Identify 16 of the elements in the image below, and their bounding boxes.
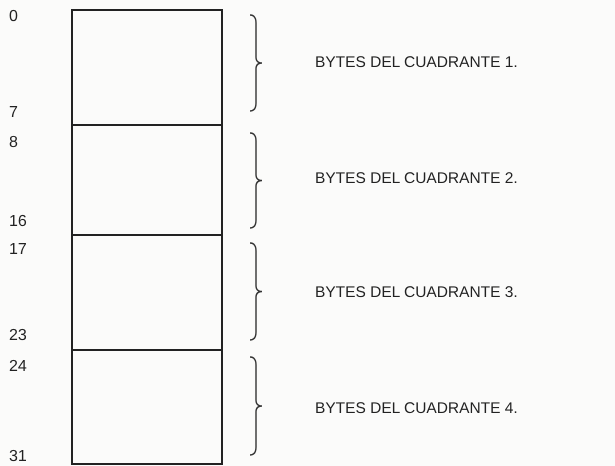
quadrant-label: BYTES DEL CUADRANTE 4. (315, 401, 518, 416)
byte-index: 16 (9, 214, 27, 230)
byte-index: 7 (9, 105, 18, 121)
quadrant-label: BYTES DEL CUADRANTE 2. (315, 171, 518, 186)
byte-index: 23 (9, 328, 27, 344)
byte-index: 31 (9, 449, 27, 465)
memory-block (71, 124, 223, 236)
quadrant-label: BYTES DEL CUADRANTE 3. (315, 285, 518, 300)
memory-block (71, 349, 223, 465)
memory-block (71, 9, 223, 126)
byte-index: 17 (9, 242, 27, 258)
memory-block (71, 234, 223, 351)
byte-index: 0 (9, 9, 18, 25)
byte-index: 24 (9, 359, 27, 375)
byte-index: 8 (9, 135, 18, 151)
quadrant-label: BYTES DEL CUADRANTE 1. (315, 55, 518, 70)
